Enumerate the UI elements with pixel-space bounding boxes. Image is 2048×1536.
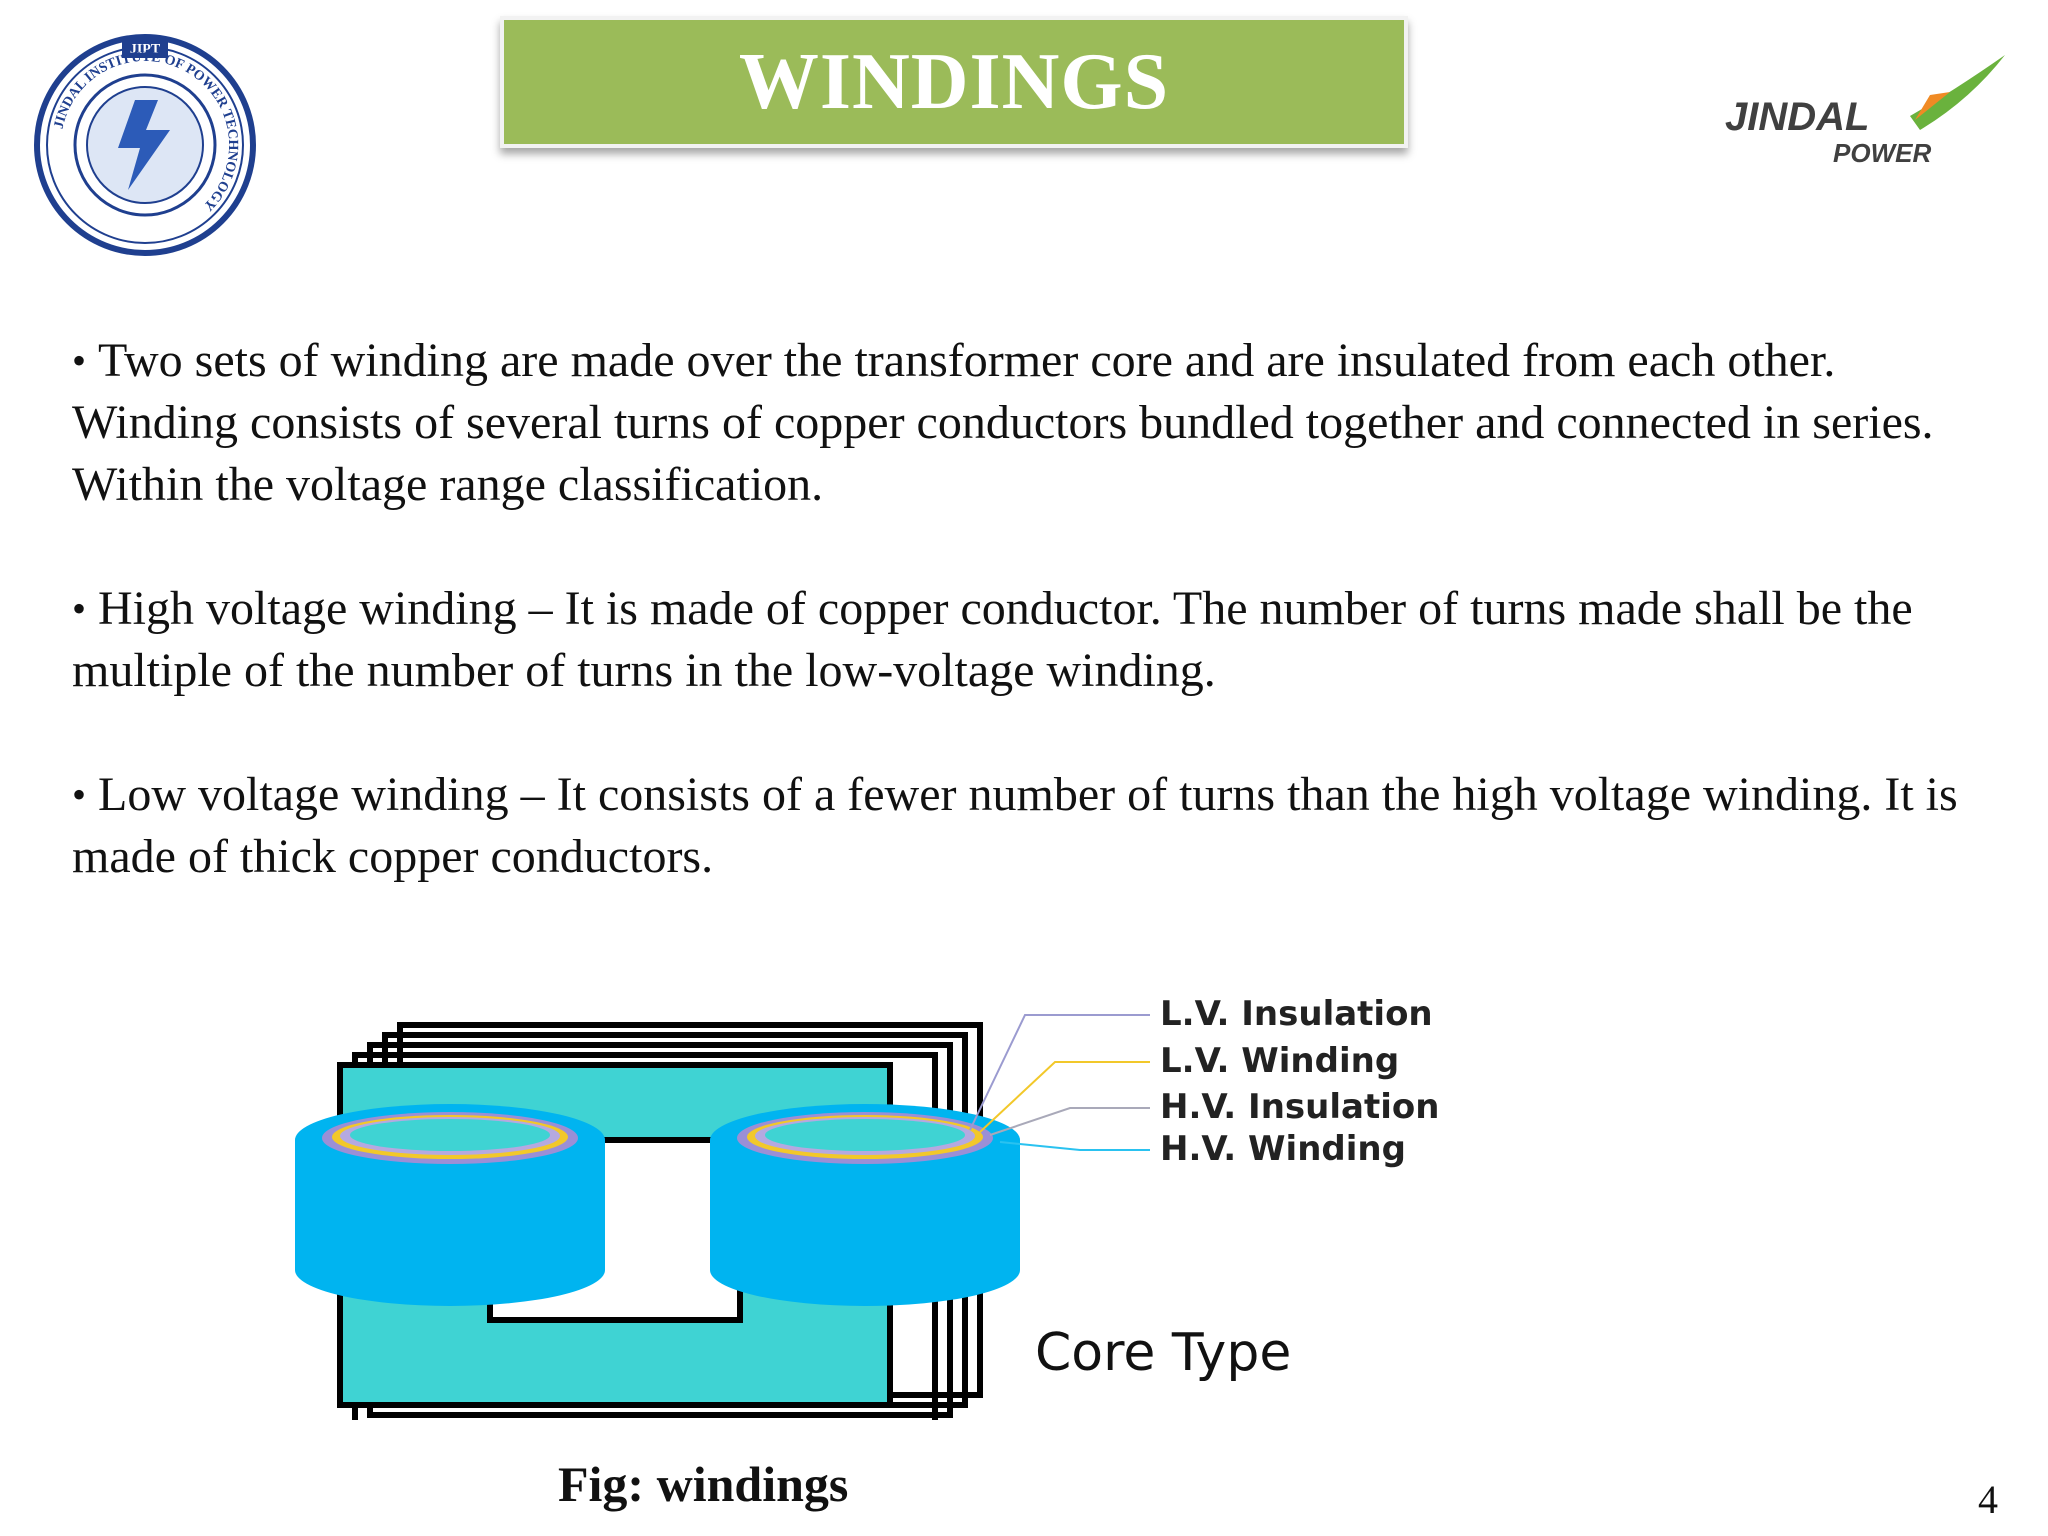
label-hv-insulation: H.V. Insulation (1160, 1087, 1439, 1127)
slide-title-box: WINDINGS (500, 16, 1408, 148)
bullet-dot: • (72, 338, 87, 383)
logo-jindal-text: JINDAL (1725, 95, 1869, 139)
right-winding (710, 1104, 1020, 1306)
logo-power-text: POWER (1833, 138, 1931, 168)
jindal-power-logo: JINDAL POWER (1715, 50, 2015, 170)
bullet-dot: • (72, 772, 87, 817)
bullet-list: •Two sets of winding are made over the t… (72, 330, 2012, 950)
label-lv-winding: L.V. Winding (1160, 1041, 1399, 1081)
leader-lines (969, 1014, 1150, 1151)
bullet-item: •High voltage winding – It is made of co… (72, 578, 2012, 702)
bullet-item: •Two sets of winding are made over the t… (72, 330, 2012, 516)
bullet-item: •Low voltage winding – It consists of a … (72, 764, 2012, 888)
jipt-seal-logo: JIPT JINDAL INSTITUTE OF POWER TECHNOLOG… (30, 30, 260, 260)
slide-title: WINDINGS (738, 37, 1170, 126)
transformer-core-figure: L.V. Insulation L.V. Winding H.V. Insula… (290, 980, 1520, 1428)
left-winding (295, 1104, 605, 1306)
label-core-type: Core Type (1035, 1323, 1291, 1383)
seal-top-text: JIPT (130, 42, 161, 57)
bullet-text: Low voltage winding – It consists of a f… (72, 768, 1958, 883)
bullet-text: High voltage winding – It is made of cop… (72, 582, 1913, 697)
page-number: 4 (1978, 1477, 1998, 1522)
figure-caption: Fig: windings (558, 1456, 849, 1512)
bullet-dot: • (72, 586, 87, 631)
label-hv-winding: H.V. Winding (1160, 1129, 1406, 1169)
label-lv-insulation: L.V. Insulation (1160, 994, 1433, 1034)
bullet-text: Two sets of winding are made over the tr… (72, 334, 1934, 511)
